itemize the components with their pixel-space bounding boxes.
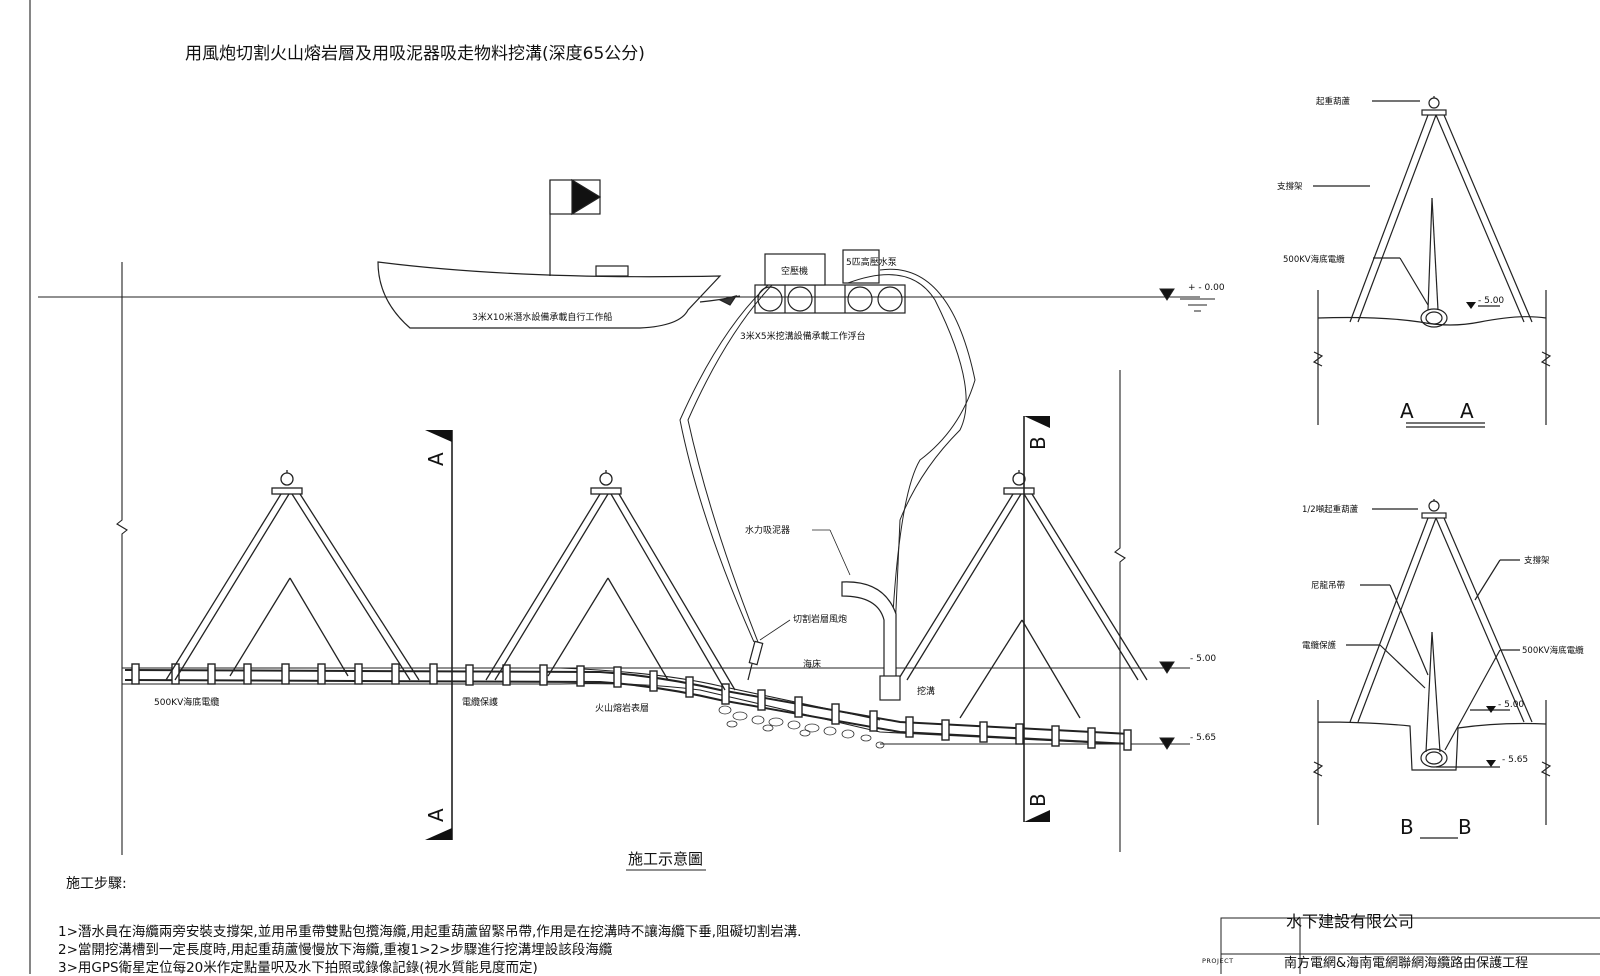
company-name: 水下建設有限公司	[1286, 912, 1415, 931]
seabed-label: 海床	[803, 658, 821, 670]
left-extent-line	[116, 262, 128, 855]
ship-label: 3米X10米潛水設備承載自行工作船	[472, 311, 612, 323]
section-a-bottom-label: A	[424, 808, 448, 822]
section-a-top-label: A	[424, 452, 448, 466]
bb-cable-label: 500KV海底電纜	[1522, 645, 1584, 656]
lava-label: 火山熔岩表層	[595, 702, 649, 714]
air-gun	[747, 640, 764, 681]
diagram-title: 用風炮切割火山熔岩層及用吸泥器吸走物料挖溝(深度65公分)	[185, 44, 645, 64]
cutter-label: 切割岩層風炮	[793, 613, 847, 625]
aa-hoist-label: 起重葫蘆	[1316, 96, 1351, 107]
project-label: PROJECT	[1202, 957, 1234, 965]
level-trench: - 5.65	[1190, 733, 1216, 743]
bb-level1-label: - 5.00	[1498, 700, 1524, 710]
steps-title: 施工步驟:	[66, 876, 127, 892]
step-3: 3>用GPS衛星定位每20米作定點量呎及水下拍照或錄像記錄(視水質能見度而定)	[58, 960, 538, 976]
bb-sling-label: 尼龍吊帶	[1311, 580, 1346, 591]
platform-label: 3米X5米挖溝設備承載工作浮台	[740, 330, 866, 342]
level-seabed: - 5.00	[1190, 654, 1216, 664]
diagram-caption: 施工示意圖	[628, 850, 703, 868]
compressor-box	[764, 253, 826, 286]
suction-label: 水力吸泥器	[745, 524, 790, 536]
step-1: 1>潛水員在海纜兩旁安裝支撐架,並用吊重帶雙點包攬海纜,用起重葫蘆留緊吊帶,作用…	[58, 924, 802, 940]
trench-label: 挖溝	[917, 685, 935, 697]
cable-protect-label: 電纜保護	[462, 696, 498, 708]
compressor-label: 空壓機	[781, 265, 808, 277]
bb-level2-label: - 5.65	[1502, 755, 1528, 765]
air-hose	[679, 284, 769, 643]
section-b-bottom-label: B	[1026, 793, 1050, 807]
work-ship	[377, 178, 741, 329]
detail-aa	[1312, 96, 1552, 428]
aa-cable-label: 500KV海底電纜	[1283, 254, 1345, 265]
work-platform	[754, 249, 906, 314]
bb-caption-right: B	[1458, 815, 1472, 839]
level-surface: + - 0.00	[1188, 283, 1225, 293]
pump-label: 5匹高壓水泵	[846, 256, 897, 268]
pump-box	[842, 249, 880, 284]
aa-frame-label: 支撐架	[1277, 181, 1303, 192]
aa-caption-left: A	[1400, 399, 1414, 423]
bb-protect-label: 電纜保護	[1302, 640, 1337, 651]
cable-label: 500KV海底電纜	[154, 696, 219, 708]
title-block	[1220, 917, 1600, 974]
lava-surface-profile	[122, 683, 1121, 745]
bb-caption-left: B	[1400, 815, 1414, 839]
bb-hoist-label: 1/2噸起重葫蘆	[1302, 504, 1359, 515]
support-frames	[165, 470, 1148, 719]
aa-level-label: - 5.00	[1478, 296, 1504, 306]
bb-frame-label: 支撐架	[1524, 555, 1550, 566]
step-2: 2>當開挖溝槽到一定長度時,用起重葫蘆慢慢放下海纜,重複1>2>步驟進行挖溝埋設…	[58, 942, 613, 958]
aa-caption-right: A	[1460, 399, 1474, 423]
section-b-top-label: B	[1026, 436, 1050, 450]
detail-bb	[1312, 499, 1552, 839]
cable-line	[124, 669, 1131, 735]
right-extent-line	[1114, 370, 1126, 852]
suction-pipe	[841, 581, 901, 701]
project-name: 南方電網&海南電網聯網海纜路由保護工程	[1284, 956, 1529, 971]
